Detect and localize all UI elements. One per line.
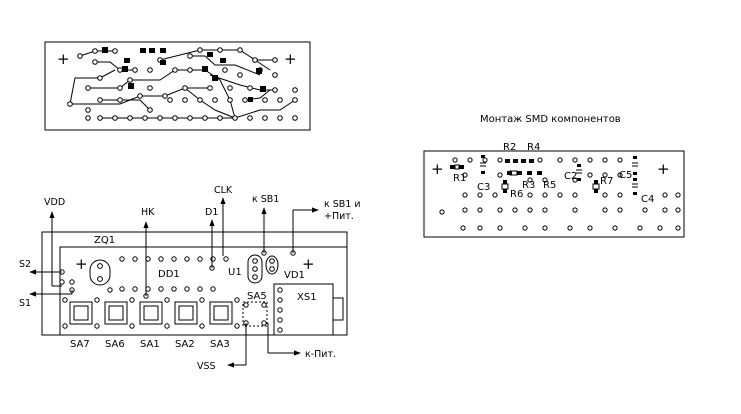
xs1-plug <box>332 297 344 321</box>
label-u1: U1 <box>228 267 242 278</box>
label-sa3: SA3 <box>210 339 230 350</box>
signal-arrows <box>29 197 319 368</box>
label-r1: R1 <box>453 173 466 184</box>
button-sa3 <box>209 301 233 325</box>
button-sa1 <box>139 301 163 325</box>
zq1-body <box>89 259 111 286</box>
label-c2: C2 <box>564 171 577 182</box>
smd-pcb: + + <box>423 142 685 238</box>
label-xs1: XS1 <box>297 292 317 303</box>
label-sa2: SA2 <box>175 339 195 350</box>
label-zq1: ZQ1 <box>94 235 115 246</box>
label-c5: C5 <box>619 170 632 181</box>
label-dd1: DD1 <box>158 269 180 280</box>
label-r5: R5 <box>543 180 556 191</box>
button-sa7 <box>69 301 93 325</box>
button-sa6 <box>104 301 128 325</box>
label-r7: R7 <box>600 176 613 187</box>
button-sa2 <box>174 301 198 325</box>
label-sa7: SA7 <box>70 339 90 350</box>
bottom-plus-left: + <box>75 255 88 273</box>
smd-pcb-outline <box>423 150 685 238</box>
top-plus-right: + <box>284 50 297 68</box>
label-r6: R6 <box>510 189 523 200</box>
label-ksb1: к SB1 <box>252 194 279 205</box>
label-d1: D1 <box>205 207 218 218</box>
top-pcb-smd-pads <box>102 47 266 102</box>
top-pcb-pads <box>67 47 298 121</box>
bottom-pcb-inner <box>59 246 348 336</box>
smd-plus-right: + <box>657 160 670 178</box>
label-s2: S2 <box>19 259 31 270</box>
label-c3: C3 <box>477 182 490 193</box>
u1-body <box>247 254 263 284</box>
top-pcb-outline <box>44 41 311 131</box>
bottom-plus-right: + <box>302 255 315 273</box>
smd-plus-left: + <box>431 160 444 178</box>
label-ksb1-pit-line2: +Пит. <box>324 211 354 222</box>
label-s1: S1 <box>19 298 31 309</box>
label-vdd: VDD <box>44 197 65 208</box>
label-clk: CLK <box>214 185 233 196</box>
sa5-outline <box>242 301 268 327</box>
label-sa1: SA1 <box>140 339 160 350</box>
label-c4: C4 <box>641 194 654 205</box>
smd-title: Монтаж SMD компонентов <box>480 114 621 125</box>
vd1-body <box>265 255 279 275</box>
label-ksb1-pit-line1: к SB1 и <box>324 199 361 210</box>
bottom-pcb <box>41 231 348 336</box>
label-r4: R4 <box>527 142 540 153</box>
label-r3: R3 <box>522 180 535 191</box>
label-r2: R2 <box>503 142 516 153</box>
label-hk: HK <box>141 207 155 218</box>
label-sa5: SA5 <box>247 291 267 302</box>
label-vd1: VD1 <box>284 270 305 281</box>
label-vss: VSS <box>197 361 216 372</box>
label-sa6: SA6 <box>105 339 125 350</box>
label-kpit: к-Пит. <box>305 349 336 360</box>
top-plus-left: + <box>57 50 70 68</box>
